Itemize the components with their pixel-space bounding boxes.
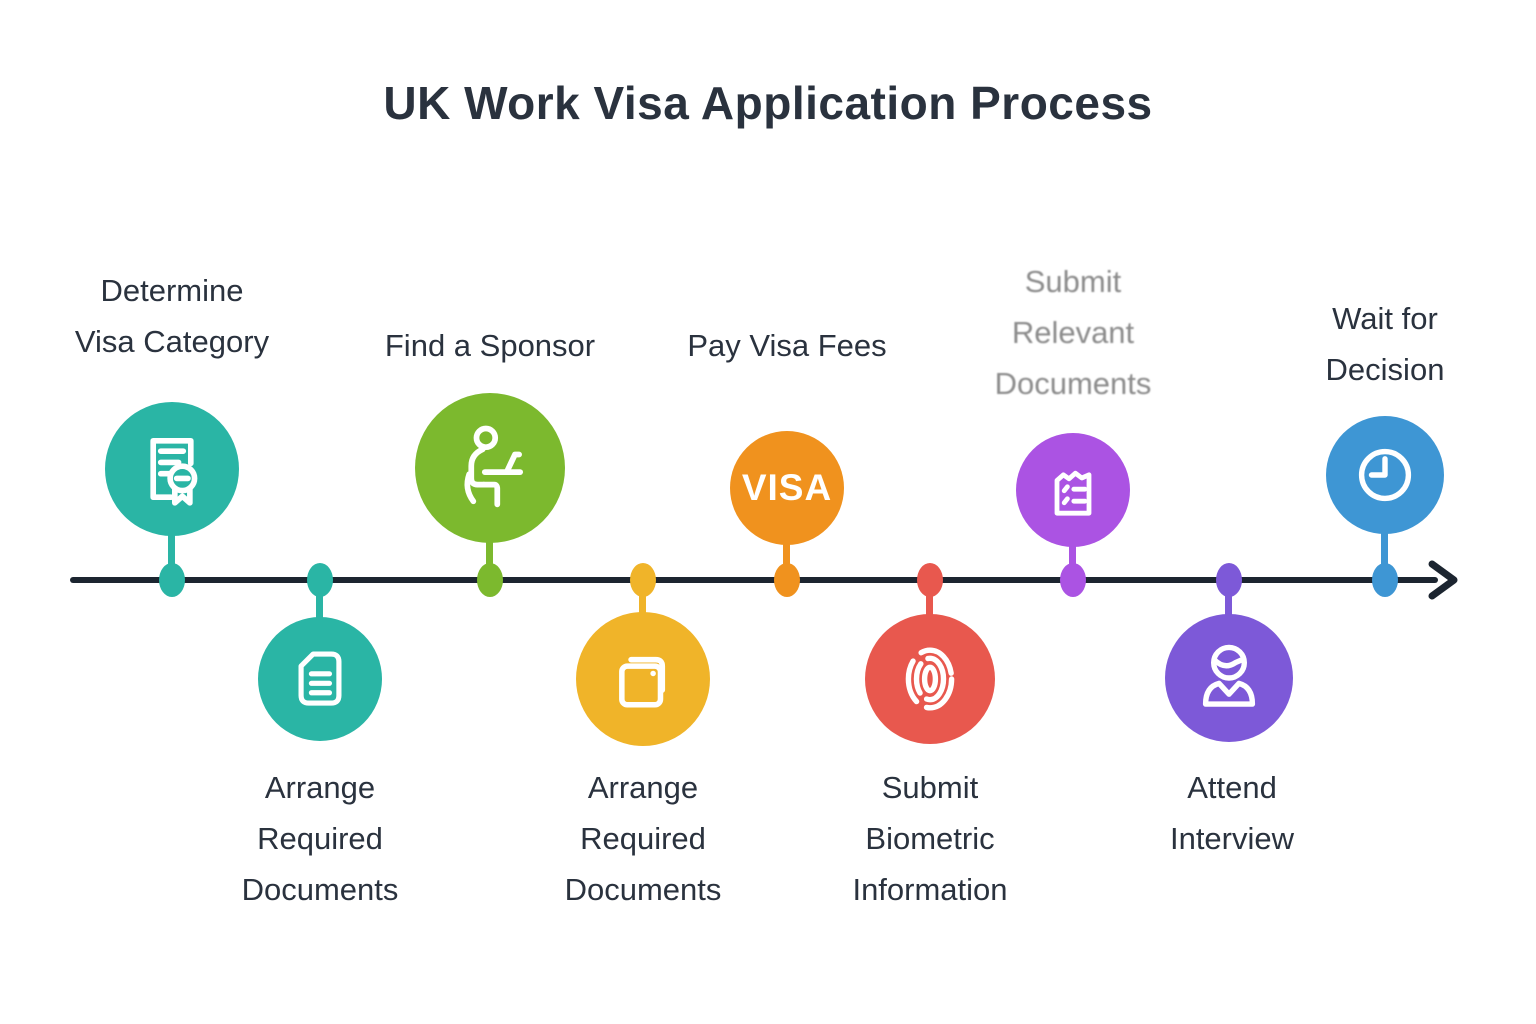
stacked-documents-icon: [619, 656, 666, 708]
timeline-connector: [486, 468, 493, 580]
timeline-connector: [1381, 475, 1388, 580]
clock-icon: [1358, 448, 1412, 502]
certificate-icon: [150, 437, 198, 506]
torn-checklist-icon: [1054, 470, 1092, 516]
timeline-connector: [1225, 580, 1232, 678]
step-label: Pay Visa Fees: [687, 328, 887, 363]
person-avatar-icon: [1202, 644, 1256, 707]
step-circle: [105, 402, 239, 536]
step-label: Find a Sponsor: [384, 328, 596, 363]
person-laptop-icon: [464, 425, 524, 508]
arrowhead-icon: [1428, 560, 1458, 600]
step-label: Arrange Required Documents: [564, 770, 722, 907]
step-circle: [258, 617, 382, 741]
step-circle: [576, 612, 710, 746]
timeline-connector: [168, 469, 175, 580]
step-circle: [415, 393, 565, 543]
fingerprint-icon: [905, 647, 955, 711]
step-label: Wait for Decision: [1325, 301, 1445, 387]
step-circle: [1165, 614, 1293, 742]
timeline-connector: [783, 488, 790, 580]
step-label: Arrange Required Documents: [241, 770, 399, 907]
note-document-icon: [298, 651, 342, 706]
step-label: Determine Visa Category: [74, 273, 270, 359]
timeline-connector: [639, 580, 646, 679]
step-circle: VISA: [730, 431, 844, 545]
step-circle: [1016, 433, 1130, 547]
page-title: UK Work Visa Application Process: [383, 77, 1153, 129]
step-label: Attend Interview: [1169, 770, 1295, 856]
timeline-connector: [1069, 490, 1076, 580]
step-label: Submit Biometric Information: [852, 770, 1008, 907]
timeline-connector: [316, 580, 323, 679]
visa-badge-text: VISA: [741, 467, 833, 508]
step-label: Submit Relevant Documents: [994, 264, 1152, 401]
step-circle: [1326, 416, 1444, 534]
timeline-axis: [70, 577, 1438, 583]
step-circle: [865, 614, 995, 744]
timeline-connector: [926, 580, 933, 679]
